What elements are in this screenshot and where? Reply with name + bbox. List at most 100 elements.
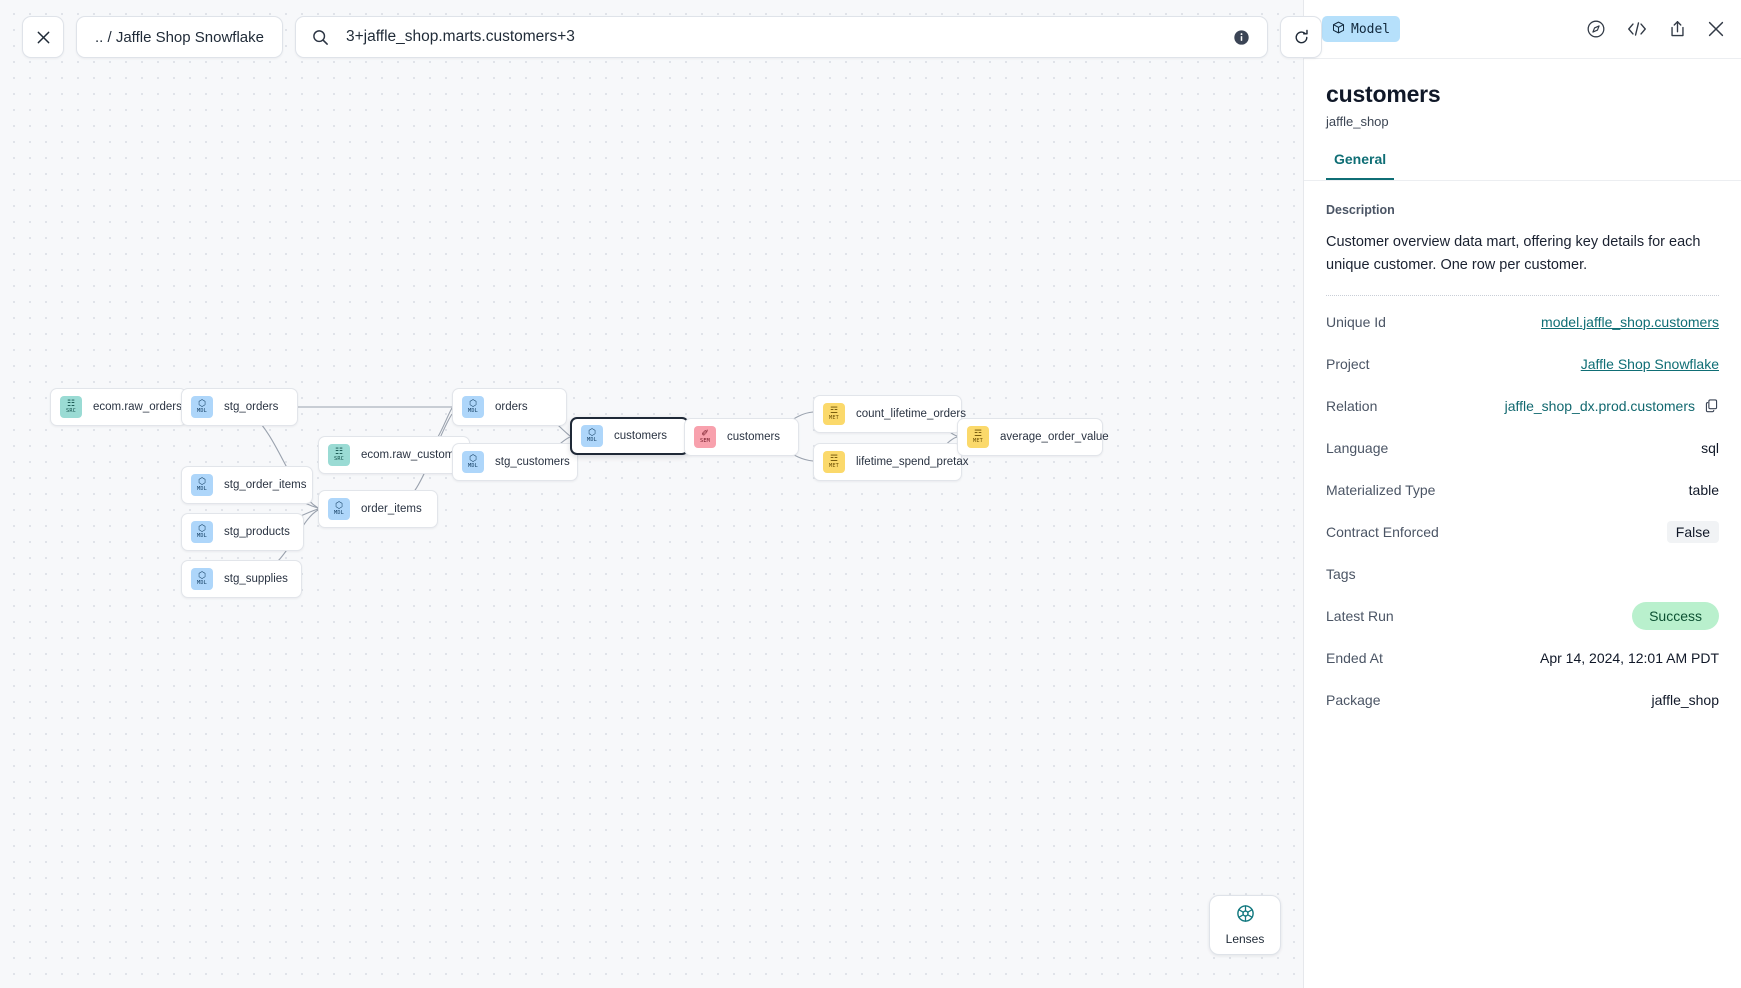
metadata-value-wrap: Apr 14, 2024, 12:01 AM PDT: [1540, 650, 1719, 666]
details-panel: Model: [1303, 0, 1741, 988]
src-badge-icon: ☷SRC: [60, 396, 82, 418]
divider: [1326, 295, 1719, 297]
lineage-node-lifetime_spend_pretax[interactable]: ☲MET lifetime_spend_pretax: [813, 443, 969, 481]
breadcrumb[interactable]: .. / Jaffle Shop Snowflake: [76, 16, 283, 58]
mdl-badge-icon: ⬡MDL: [191, 521, 213, 543]
mdl-badge-icon: ⬡MDL: [462, 396, 484, 418]
metadata-row: Latest Run Success: [1326, 599, 1719, 632]
lineage-node-label: stg_supplies: [224, 573, 288, 585]
lineage-node-label: average_order_value: [1000, 431, 1109, 443]
metadata-row: Package jaffle_shop: [1326, 683, 1719, 716]
lineage-node-label: stg_orders: [224, 401, 279, 413]
met-badge-icon: ☲MET: [823, 451, 845, 473]
metadata-value-wrap: Jaffle Shop Snowflake: [1581, 356, 1719, 372]
met-badge-icon: ☲MET: [823, 403, 845, 425]
metadata-key: Latest Run: [1326, 607, 1394, 624]
metadata-value: Apr 14, 2024, 12:01 AM PDT: [1540, 649, 1719, 666]
metadata-value-wrap: model.jaffle_shop.customers: [1541, 314, 1719, 330]
lineage-node-label: count_lifetime_orders: [856, 408, 966, 420]
metadata-row: Materialized Type table: [1326, 473, 1719, 506]
panel-body: Description Customer overview data mart,…: [1304, 181, 1741, 988]
metadata-value[interactable]: jaffle_shop_dx.prod.customers: [1504, 397, 1695, 414]
metadata-key: Package: [1326, 691, 1381, 708]
mdl-badge-icon: ⬡MDL: [191, 396, 213, 418]
panel-tabs: General: [1304, 151, 1741, 181]
metadata-value-wrap: sql: [1701, 440, 1719, 456]
cube-icon: [1332, 21, 1345, 38]
info-icon[interactable]: [1233, 29, 1253, 46]
compass-icon[interactable]: [1586, 19, 1606, 39]
code-icon[interactable]: [1626, 19, 1648, 39]
lenses-icon: [1236, 904, 1255, 928]
metadata-key: Materialized Type: [1326, 481, 1436, 498]
lenses-button[interactable]: Lenses: [1209, 895, 1281, 955]
lineage-node-orders[interactable]: ⬡MDL orders: [452, 388, 567, 426]
tab-general[interactable]: General: [1326, 151, 1395, 180]
metadata-value-wrap: Success: [1632, 601, 1719, 630]
panel-title-block: customers jaffle_shop: [1304, 59, 1741, 129]
canvas-toolbar: .. / Jaffle Shop Snowflake: [22, 16, 1322, 58]
metadata-value-wrap: jaffle_shop: [1652, 692, 1719, 708]
metadata-key: Tags: [1326, 565, 1356, 582]
share-icon[interactable]: [1668, 19, 1687, 39]
metadata-value-wrap: jaffle_shop_dx.prod.customers: [1505, 398, 1719, 414]
search-bar[interactable]: [295, 16, 1268, 58]
lineage-node-count_lifetime_orders[interactable]: ☲MET count_lifetime_orders: [813, 395, 966, 433]
model-type-label: Model: [1351, 21, 1391, 37]
metadata-value[interactable]: model.jaffle_shop.customers: [1541, 313, 1719, 330]
lineage-node-average_order_value[interactable]: ☲MET average_order_value: [957, 418, 1109, 456]
metadata-value: table: [1688, 481, 1719, 498]
close-icon: [37, 31, 49, 43]
lineage-node-ecom_raw_orders[interactable]: ☷SRC ecom.raw_orders: [50, 388, 187, 426]
lineage-node-label: ecom.raw_orders: [93, 401, 182, 413]
lineage-node-label: order_items: [361, 503, 422, 515]
mdl-badge-icon: ⬡MDL: [328, 498, 350, 520]
lineage-node-label: lifetime_spend_pretax: [856, 456, 969, 468]
lineage-node-stg_products[interactable]: ⬡MDL stg_products: [181, 513, 304, 551]
model-type-chip[interactable]: Model: [1322, 16, 1401, 42]
metadata-key: Ended At: [1326, 649, 1383, 666]
lineage-node-order_items[interactable]: ⬡MDL order_items: [318, 490, 438, 528]
mdl-badge-icon: ⬡MDL: [191, 568, 213, 590]
metadata-row: Ended At Apr 14, 2024, 12:01 AM PDT: [1326, 641, 1719, 674]
search-icon: [312, 29, 332, 46]
copy-icon[interactable]: [1704, 398, 1719, 413]
lineage-node-label: customers: [727, 431, 781, 443]
lineage-node-label: orders: [495, 401, 528, 413]
lineage-node-label: customers: [614, 430, 668, 442]
lineage-node-stg_supplies[interactable]: ⬡MDL stg_supplies: [181, 560, 302, 598]
search-input[interactable]: [332, 28, 1233, 46]
metadata-value: sql: [1701, 439, 1719, 456]
lineage-node-label: stg_order_items: [224, 479, 307, 491]
metadata-key: Relation: [1326, 397, 1378, 414]
description-text: Customer overview data mart, offering ke…: [1326, 234, 1701, 274]
lenses-label: Lenses: [1225, 932, 1265, 946]
lineage-node-stg_orders[interactable]: ⬡MDL stg_orders: [181, 388, 298, 426]
close-panel-icon[interactable]: [1707, 20, 1725, 38]
lineage-node-label: stg_products: [224, 526, 290, 538]
met-badge-icon: ☲MET: [967, 426, 989, 448]
status-badge: Success: [1632, 601, 1719, 630]
close-lineage-button[interactable]: [22, 16, 64, 58]
panel-header: Model: [1304, 0, 1741, 59]
page-title: customers: [1326, 81, 1441, 107]
page-subtitle: jaffle_shop: [1326, 114, 1389, 129]
description-label: Description: [1326, 203, 1395, 217]
metadata-value: jaffle_shop: [1651, 691, 1719, 708]
mdl-badge-icon: ⬡MDL: [462, 451, 484, 473]
metadata-key: Contract Enforced: [1326, 523, 1439, 540]
refresh-button[interactable]: [1280, 16, 1322, 58]
metadata-value[interactable]: Jaffle Shop Snowflake: [1580, 355, 1719, 372]
